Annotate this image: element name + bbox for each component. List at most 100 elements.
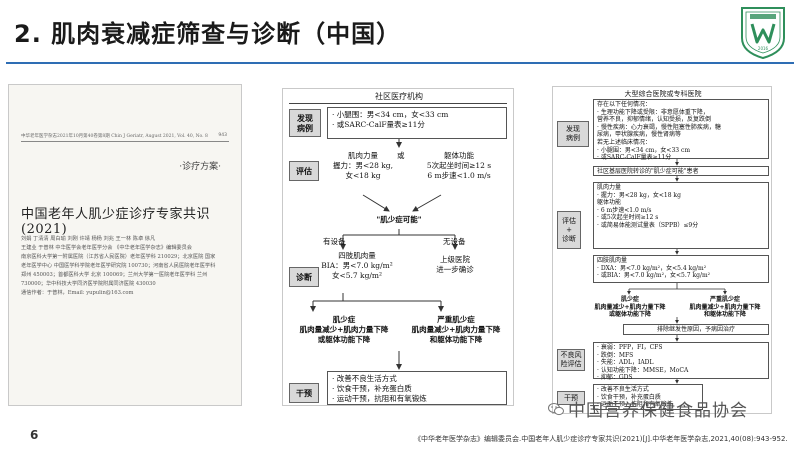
r-sarcopenia-title: 肌少症: [620, 296, 639, 303]
severe-line: 肌肉量减少+肌肉力量下降: [411, 325, 501, 334]
intervention-box: · 改善不良生活方式 · 饮食干预，补充蛋白质 · 运动干预，抗阻和有氧锻炼: [327, 371, 507, 405]
hospital-arrows: [627, 159, 727, 384]
r-severe-line: 肌肉量减少+肌肉力量下降: [689, 303, 761, 311]
r-intervention-item: · 饮食干预，补充蛋白质: [597, 393, 661, 401]
condition-line: 营养不良，抑郁情绪，认知受损，反复跌倒: [597, 116, 712, 124]
journal-line: 王建业 于普林 中华医学会老年医学分会 《中华老年医学杂志》编辑委员会: [21, 245, 192, 251]
r-severe-line: 和躯体功能下降: [703, 311, 746, 319]
r-intervention-item: · 改善不良生活方式: [597, 386, 649, 393]
physical-function-line: 5次起坐时间≥12 s: [426, 161, 492, 170]
sarcopenia-block: 肌少症 肌肉量减少+肌肉力量下降 或躯体功能下降: [285, 315, 403, 345]
bia-line: BIA：男<7.0 kg/m²: [321, 261, 393, 270]
r-function-line: · 或5次起坐时间≥12 s: [597, 214, 659, 222]
condition-line: 尿病，甲状腺疾病，慢性肾病等: [597, 131, 682, 139]
sarcopenia-line: 或躯体功能下降: [317, 335, 371, 344]
journal-line: 刘娟 丁清清 周白瑜 刘刚 许靖 杨杨 刘兆 王一林 陈卓 徐凡: [21, 236, 156, 242]
bia-title: 四肢肌肉量: [338, 251, 376, 260]
tag-discover: 发现 病例: [289, 109, 321, 137]
muscle-mass-box: 四肢肌肉量 · DXA：男<7.0 kg/m²，女<5.4 kg/m² · 或B…: [593, 255, 769, 283]
refer-block: 上级医院 进一步确诊: [411, 255, 499, 275]
possible-sarcopenia: "肌少症可能": [376, 215, 422, 224]
bia-line: 女<5.7 kg/m²: [331, 271, 383, 280]
risk-item: · 认知功能下降：MMSE，MoCA: [597, 366, 689, 374]
condition-line: · 生理功能下降或受限：非意愿体重下降，: [597, 108, 709, 116]
refer-line: 上级医院: [440, 255, 470, 264]
severe-sarcopenia-block: 严重肌少症 肌肉量减少+肌肉力量下降 和躯体功能下降: [397, 315, 515, 345]
journal-line: 郑州 450003；首都医科大学 北京 100069；兰州大学第一医院老年医学科…: [21, 272, 208, 278]
exclude-secondary-box: 排除继发性原因，予病因治疗: [623, 324, 769, 335]
journal-page: 中华老年医学杂志2021年10月第40卷第8期 Chin J Geriatr, …: [8, 84, 242, 406]
condition-line: 存在以下任何情况：: [597, 101, 652, 108]
community-arrows: [310, 137, 458, 370]
from-community-box: 社区基层医院转诊的"肌少症可能"患者: [593, 166, 769, 176]
journal-page-number: 943: [218, 133, 227, 138]
r-tag-assess: 评估 + 诊断: [557, 211, 581, 249]
muscle-strength-block: 肌肉力量 握力：男<28 kg, 女<18 kg: [325, 151, 401, 181]
wechat-icon: [548, 403, 564, 416]
case-finding-box: · 小腿围：男<34 cm，女<33 cm · 或SARC-CalF量表≥11分: [327, 107, 507, 139]
journal-author-lines: 刘娟 丁清清 周白瑜 刘刚 许靖 杨杨 刘兆 王一林 陈卓 徐凡 王建业 于普林…: [21, 235, 233, 298]
community-header-rule: [289, 103, 507, 104]
r-mass-line: · DXA：男<7.0 kg/m²，女<5.4 kg/m²: [597, 264, 707, 272]
r-mass-title: 四肢肌肉量: [597, 257, 628, 264]
physical-function-line: 6 m步速<1.0 m/s: [427, 171, 491, 180]
muscle-strength-line: 握力：男<28 kg,: [333, 161, 393, 170]
r-function-title: 躯体功能: [597, 199, 622, 207]
severe-title: 严重肌少症: [437, 315, 475, 324]
journal-header: 中华老年医学杂志2021年10月第40卷第8期 Chin J Geriatr, …: [21, 134, 208, 139]
hospital-flowchart: 大型综合医院或专科医院 发现 病例 存在以下任何情况： · 生理功能下降或受限：…: [552, 86, 772, 414]
case-finding-item: · 小腿围：男<34 cm，女<33 cm: [332, 110, 449, 119]
hospital-header: 大型综合医院或专科医院: [624, 90, 702, 98]
title-underline: [6, 62, 794, 64]
with-equipment-label: 有设备: [323, 237, 346, 246]
condition-line: · 慢性疾病：心力衰竭，慢性阻塞性肺疾病，糖: [597, 123, 721, 131]
r-intervention-item: · 运动干预，抗阻和有氧锻炼: [597, 401, 673, 409]
citation-footer: 《中华老年医学杂志》编辑委员会.中国老年人肌少症诊疗专家共识(2021)[J].…: [414, 435, 788, 443]
r-severe-block: 严重肌少症 肌肉量减少+肌肉力量下降 和躯体功能下降: [681, 295, 769, 319]
physical-function-title: 躯体功能: [444, 151, 474, 160]
without-equipment-label: 无设备: [443, 237, 466, 246]
journal-tag: ·诊疗方案·: [179, 162, 221, 172]
r-tag-discover: 发现 病例: [557, 121, 589, 147]
sarcopenia-line: 肌肉量减少+肌肉力量下降: [299, 325, 389, 334]
conditions-box: 存在以下任何情况： · 生理功能下降或受限：非意愿体重下降， 营养不良，抑郁情绪…: [593, 99, 769, 162]
journal-rule: [21, 141, 229, 142]
r-function-line: · 6 m步速<1.0 m/s: [597, 206, 652, 214]
r-sarcopenia-block: 肌少症 肌肉量减少+肌肉力量下降 或躯体功能下降: [587, 295, 673, 319]
r-strength-line: · 握力：男<28 kg，女<18 kg: [597, 191, 681, 199]
or-label: 或: [397, 151, 405, 160]
severe-line: 和躯体功能下降: [429, 335, 483, 344]
condition-line: · 或SARC-CalF量表≥11分: [597, 154, 672, 162]
condition-line: 若无上述临床情况：: [597, 138, 652, 146]
r-function-line: · 或简易体能测试量表（SPPB）≤9分: [597, 221, 699, 229]
muscle-strength-line: 女<18 kg: [345, 171, 381, 180]
r-tag-intervene: 干预: [557, 391, 585, 405]
tag-assess: 评估: [289, 161, 319, 181]
society-seal-icon: 2016: [741, 7, 785, 60]
risk-item: · 失能：ADL，IADL: [597, 359, 654, 367]
r-tag-risk: 不良风 险评估: [557, 349, 585, 371]
sarcopenia-title: 肌少症: [332, 315, 356, 324]
risk-assessment-box: · 衰弱：PFP，FI，CFS · 跌倒：MFS · 失能：ADL，IADL ·…: [593, 342, 769, 381]
intervention-item: · 运动干预，抗阻和有氧锻炼: [332, 394, 427, 403]
risk-item: · 衰弱：PFP，FI，CFS: [597, 344, 663, 351]
journal-title: 中国老年人肌少症诊疗专家共识(2021): [21, 207, 211, 237]
risk-item: · 跌倒：MFS: [597, 351, 634, 359]
r-sarcopenia-line: 或躯体功能下降: [608, 311, 651, 319]
community-header: 社区医疗机构: [375, 92, 423, 101]
r-mass-line: · 或BIA：男<7.0 kg/m²，女<5.7 kg/m²: [597, 272, 711, 280]
physical-function-block: 躯体功能 5次起坐时间≥12 s 6 m步速<1.0 m/s: [409, 151, 509, 181]
slide-title: 2. 肌肉衰减症筛查与诊断（中国）: [14, 20, 402, 48]
r-intervention-box: · 改善不良生活方式 · 饮食干预，补充蛋白质 · 运动干预，抗阻和有氧锻炼: [593, 384, 703, 410]
tag-diagnose: 诊断: [289, 267, 319, 287]
assessment-box: 肌肉力量 · 握力：男<28 kg，女<18 kg 躯体功能 · 6 m步速<1…: [593, 182, 769, 249]
logo-year: 2016: [758, 46, 769, 51]
refer-line: 进一步确诊: [436, 265, 474, 274]
case-finding-item: · 或SARC-CalF量表≥11分: [332, 120, 425, 129]
intervention-item: · 饮食干预，补充蛋白质: [332, 384, 412, 393]
journal-line: 南京医科大学第一附属医院（江苏省人民医院）老年医学科 210029；北京医院 国…: [21, 254, 216, 260]
condition-line: · 小腿围：男<34 cm，女<33 cm: [597, 146, 691, 154]
journal-line: 730000；华中科技大学同济医学院附属同济医院 430030: [21, 281, 156, 287]
journal-line: 老年医学中心 中国医学科学院老年医学研究院 100730；河南省人民医院老年医学…: [21, 263, 216, 269]
r-severe-title: 严重肌少症: [709, 296, 740, 303]
